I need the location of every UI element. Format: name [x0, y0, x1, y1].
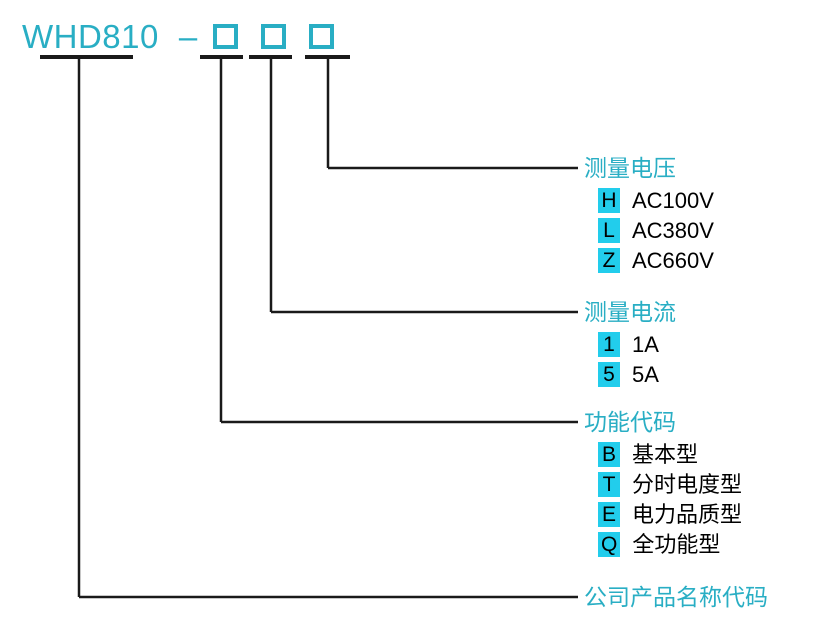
group-voltage-title: 测量电压 — [584, 155, 676, 181]
model-slot-function-code[interactable] — [213, 23, 239, 49]
model-separator: – — [178, 17, 198, 55]
option-row[interactable]: B 基本型 — [598, 439, 742, 469]
option-code-badge: B — [598, 441, 620, 467]
model-slot-voltage[interactable] — [309, 23, 335, 49]
option-label: 1A — [632, 331, 659, 357]
option-label: 分时电度型 — [632, 471, 743, 497]
option-label: AC100V — [632, 187, 714, 213]
group-function-code-options: B 基本型 T 分时电度型 E 电力品质型 Q 全功能型 — [584, 439, 742, 559]
model-name: WHD810 — [22, 17, 159, 55]
option-code-badge: E — [598, 501, 620, 527]
option-code-badge: Q — [598, 531, 621, 557]
option-code-badge: T — [598, 471, 620, 497]
option-code-badge: 1 — [598, 331, 620, 357]
option-row[interactable]: L AC380V — [598, 215, 714, 245]
option-row[interactable]: E 电力品质型 — [598, 499, 742, 529]
group-function-code-title: 功能代码 — [584, 409, 676, 435]
option-code-badge: 5 — [598, 361, 620, 387]
product-name-code-label: 公司产品名称代码 — [584, 584, 768, 610]
group-function-code: 功能代码 B 基本型 T 分时电度型 E 电力品质型 Q 全功能型 — [584, 409, 742, 559]
option-code-badge: Z — [598, 247, 620, 273]
option-row[interactable]: 1 1A — [598, 329, 676, 359]
option-row[interactable]: Z AC660V — [598, 245, 714, 275]
option-label: 5A — [632, 361, 659, 387]
model-string: WHD810 – — [22, 14, 335, 58]
option-label: 电力品质型 — [632, 501, 743, 527]
group-current: 测量电流 1 1A 5 5A — [584, 299, 676, 389]
option-label: AC380V — [632, 217, 714, 243]
option-row[interactable]: 5 5A — [598, 359, 676, 389]
group-voltage: 测量电压 H AC100V L AC380V Z AC660V — [584, 155, 714, 275]
group-current-title: 测量电流 — [584, 299, 676, 325]
group-current-options: 1 1A 5 5A — [584, 329, 676, 389]
model-slot-current[interactable] — [261, 23, 287, 49]
group-voltage-options: H AC100V L AC380V Z AC660V — [584, 185, 714, 275]
option-row[interactable]: Q 全功能型 — [598, 529, 742, 559]
option-label: 全功能型 — [632, 531, 721, 557]
option-code-badge: H — [598, 187, 620, 213]
option-row[interactable]: H AC100V — [598, 185, 714, 215]
option-row[interactable]: T 分时电度型 — [598, 469, 742, 499]
option-label: 基本型 — [632, 441, 699, 467]
option-code-badge: L — [598, 217, 620, 243]
option-label: AC660V — [632, 247, 714, 273]
